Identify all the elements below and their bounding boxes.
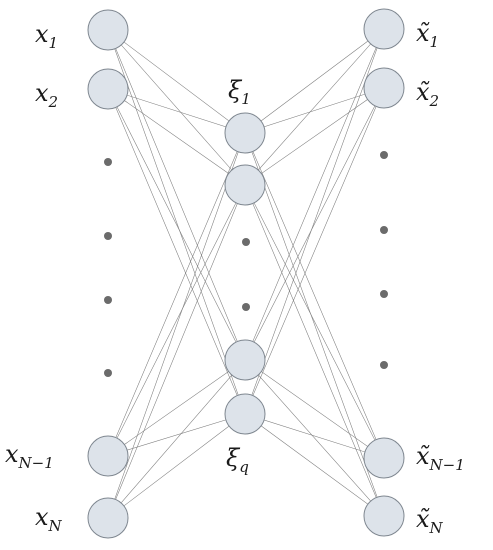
- latent-node-2: [224, 164, 266, 206]
- label-xn: xN: [35, 503, 63, 535]
- latent-ellipsis-dot: [242, 238, 250, 246]
- encoder-edge: [107, 184, 246, 457]
- latent-ellipsis-dot: [242, 303, 250, 311]
- encoder-edge: [107, 29, 246, 134]
- output-node-xn1: [363, 437, 405, 479]
- output-layer: [363, 8, 405, 537]
- decoder-edge: [244, 87, 385, 186]
- encoder-edge: [107, 132, 246, 519]
- label-xn1: xN−1: [5, 440, 54, 472]
- encoder-edge: [107, 413, 246, 457]
- label-xtn1: x̃N−1: [416, 442, 465, 474]
- decoder-edge: [244, 87, 385, 134]
- decoder-edge: [244, 184, 385, 517]
- encoder-edge: [107, 88, 246, 361]
- output-ellipsis-dot: [380, 290, 388, 298]
- output-ellipsis-dot: [380, 151, 388, 159]
- label-x2: x2: [35, 79, 58, 111]
- input-ellipsis-dot: [104, 296, 112, 304]
- output-node-xn: [363, 495, 405, 537]
- input-layer: [87, 9, 129, 539]
- input-ellipsis-dot: [104, 369, 112, 377]
- decoder-edge: [244, 359, 385, 517]
- input-node-x1: [87, 9, 129, 51]
- encoder-edge: [107, 413, 246, 519]
- input-node-xn1: [87, 435, 129, 477]
- decoder-edge: [244, 413, 385, 517]
- encoder-edge: [107, 132, 246, 457]
- latent-node-q: [224, 393, 266, 435]
- decoder-edge: [244, 132, 385, 517]
- output-ellipsis-dot: [380, 226, 388, 234]
- encoder-edge: [107, 359, 246, 457]
- decoder-edge: [244, 413, 385, 459]
- latent-node-3: [224, 339, 266, 381]
- encoder-edge: [107, 88, 246, 186]
- encoder-edge: [107, 29, 246, 415]
- decoder-edge: [244, 28, 385, 361]
- label-xtn: x̃N: [416, 505, 444, 537]
- encoder-edge: [107, 29, 246, 361]
- output-ellipsis-dot: [380, 361, 388, 369]
- output-node-x1: [363, 8, 405, 50]
- encoder-edge: [107, 29, 246, 186]
- label-x1: x1: [35, 20, 58, 52]
- encoder-edge: [107, 184, 246, 519]
- decoder-edge: [244, 28, 385, 415]
- label-xt2: x̃2: [416, 78, 439, 110]
- decoder-edge: [244, 359, 385, 459]
- connection-edges: [107, 28, 385, 519]
- input-node-xn: [87, 497, 129, 539]
- input-ellipsis-dot: [104, 158, 112, 166]
- decoder-edge: [244, 132, 385, 459]
- encoder-edge: [107, 88, 246, 415]
- decoder-edge: [244, 184, 385, 459]
- decoder-edge: [244, 28, 385, 186]
- latent-node-1: [224, 112, 266, 154]
- decoder-edge: [244, 87, 385, 361]
- ellipsis-dots: [104, 151, 388, 377]
- output-node-x2: [363, 67, 405, 109]
- input-ellipsis-dot: [104, 232, 112, 240]
- encoder-edge: [107, 359, 246, 519]
- label-xt1: x̃1: [416, 19, 439, 51]
- decoder-edge: [244, 87, 385, 415]
- label-xi1: ξ1: [228, 76, 251, 108]
- encoder-edge: [107, 88, 246, 134]
- decoder-edge: [244, 28, 385, 134]
- latent-layer: [224, 112, 266, 435]
- label-xiq: ξq: [226, 444, 249, 476]
- input-node-x2: [87, 68, 129, 110]
